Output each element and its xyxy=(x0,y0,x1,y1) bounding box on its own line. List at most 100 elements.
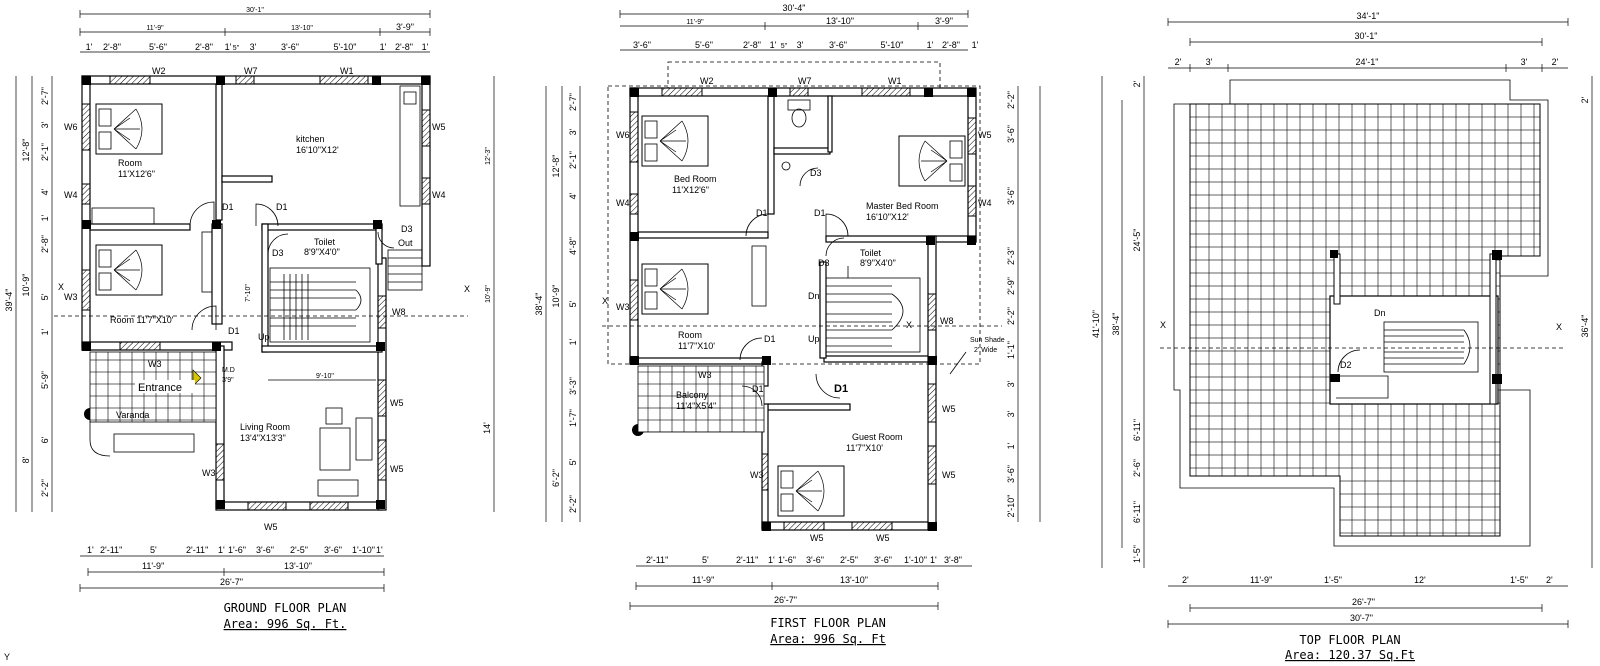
dim-text: 5' xyxy=(150,545,157,555)
wardrobe xyxy=(91,207,155,225)
dim-text: 4' xyxy=(568,192,578,199)
top-floor-plan: 34'-1" 30'-1" 2' 3' 24'-1" 3' 2' 41'-10"… xyxy=(1091,11,1593,662)
dim-text: 1' xyxy=(972,40,979,50)
top-right-dimensions: 2' 36'-4" xyxy=(1580,76,1593,568)
dim-text: 1' xyxy=(40,328,50,335)
dim-text: 1'-5" xyxy=(1132,545,1142,563)
first-floor-plan: 30'-4" 11'-9" 13'-10" 3'-9" 3'-6" 5'-6" … xyxy=(534,3,1041,646)
ground-room-labels: Room 11'X12'6" kitchen 16'10"X12' Toilet… xyxy=(110,134,340,443)
dim-text: 3' xyxy=(797,40,804,50)
dim-text: 3'-6" xyxy=(256,545,274,555)
stair-label: Dn xyxy=(808,291,820,301)
stair-cabin xyxy=(1329,295,1499,405)
dim-text: 3'-6" xyxy=(806,555,824,565)
dim-text: 2'-11" xyxy=(100,545,122,555)
room-size: 11'4"X5'4" xyxy=(676,401,716,411)
ground-stairs xyxy=(269,249,423,343)
room-size: 11'7"X10' xyxy=(846,443,883,453)
dim-text: 12'-3" xyxy=(485,147,492,165)
dim-text: 1' xyxy=(86,42,93,52)
dim-text: 1' xyxy=(770,40,777,50)
dim-text: 3'-6" xyxy=(874,555,892,565)
window-tag: W5 xyxy=(942,404,956,414)
annotation: 2' Wide xyxy=(974,347,997,354)
room-size: 13'4"X13'3" xyxy=(240,433,286,443)
dim-text: 1' xyxy=(1006,442,1016,449)
top-stairs xyxy=(1383,321,1479,373)
dim-text: 30'-1" xyxy=(246,7,264,14)
dim-text: 3'-6" xyxy=(281,42,299,52)
dim-text: 26'-7" xyxy=(1352,597,1375,607)
bed-icon xyxy=(641,263,709,315)
dim-text: 5'-6" xyxy=(149,42,167,52)
room-size: 11'7"X10' xyxy=(678,341,715,351)
dim-text: 13'-10" xyxy=(284,561,312,571)
room-name: kitchen xyxy=(296,134,325,144)
first-stairs xyxy=(825,266,921,353)
room-size: 16'10"X12' xyxy=(296,145,339,155)
dim-text: 1'-7" xyxy=(568,409,578,427)
dim-text: 6' xyxy=(40,436,50,443)
room-size: 16'10"X12' xyxy=(866,212,909,222)
dim-text: 2'-8" xyxy=(743,40,761,50)
bench xyxy=(113,433,195,453)
window-tag: W5 xyxy=(876,533,890,543)
dim-text: 1' xyxy=(218,545,225,555)
door-tag: D1 xyxy=(764,334,776,344)
dim-text: 3'-6" xyxy=(1006,465,1016,483)
dim-text: 7'-10" xyxy=(245,284,252,302)
dim-text: 2'-8" xyxy=(395,42,413,52)
plan-area: Area: 996 Sq. Ft. xyxy=(224,617,347,631)
door-tag: D1 xyxy=(814,208,826,218)
door-tag: Out xyxy=(398,238,413,248)
cabin-door xyxy=(1336,375,1389,399)
dim-text: 2' xyxy=(1175,57,1182,67)
window-tag: W4 xyxy=(64,190,78,200)
room-name: Balcony xyxy=(676,390,709,400)
dim-text: 5' xyxy=(702,555,709,565)
dim-text: 3'-6" xyxy=(324,545,342,555)
dim-text: 24'-5" xyxy=(1132,229,1142,252)
dim-text: 1'-5" xyxy=(1324,575,1342,585)
door-tag: D2 xyxy=(1340,360,1352,370)
window-tag: W3 xyxy=(750,470,764,480)
room-size: 11'X12'6" xyxy=(672,185,709,195)
dim-text: 13'-10" xyxy=(826,16,854,26)
door-tag: M.D xyxy=(222,367,235,374)
dim-text: 3'-6" xyxy=(1006,187,1016,205)
dim-text: 5" xyxy=(781,43,788,50)
dim-text: 10'-9" xyxy=(551,285,561,308)
dim-text: 1' xyxy=(380,42,387,52)
window-tag: W5 xyxy=(978,130,992,140)
stair-label: Up xyxy=(258,332,270,342)
room-size: 11'X12'6" xyxy=(118,169,155,179)
door-tag: D1 xyxy=(276,202,288,212)
dim-text: 2'-3" xyxy=(1006,247,1016,265)
dim-text: 3'-8" xyxy=(944,555,962,565)
room-name: Toilet xyxy=(860,248,882,258)
section-marker: X xyxy=(602,296,608,306)
door-tag: D3 xyxy=(401,224,413,234)
dim-text: 2'-2" xyxy=(568,495,578,513)
dim-text: 12' xyxy=(1414,575,1426,585)
dim-text: 14' xyxy=(482,422,492,434)
dim-text: 3'-6" xyxy=(1006,125,1016,143)
dim-text: 24'-1" xyxy=(1356,57,1379,67)
dim-text: 13'-10" xyxy=(840,575,868,585)
stair-label: Up xyxy=(808,334,820,344)
dim-text: 1' xyxy=(376,545,383,555)
dim-text: 3'-9" xyxy=(396,22,414,32)
dim-text: 2' xyxy=(1182,575,1189,585)
top-columns xyxy=(1330,250,1502,384)
window-tag: W5 xyxy=(390,464,404,474)
room-name: Varanda xyxy=(116,410,149,420)
dim-text: 5'-10" xyxy=(881,40,904,50)
dim-text: 2'-9" xyxy=(1006,277,1016,295)
dim-text: 3' xyxy=(1006,410,1016,417)
first-top-dimensions: 30'-4" 11'-9" 13'-10" 3'-9" 3'-6" 5'-6" … xyxy=(619,3,979,51)
dim-text: 5'-10" xyxy=(334,42,357,52)
window-tag: W5 xyxy=(432,122,446,132)
dim-text: 41'-10" xyxy=(1091,310,1101,338)
dim-text: 2'-2" xyxy=(1006,307,1016,325)
